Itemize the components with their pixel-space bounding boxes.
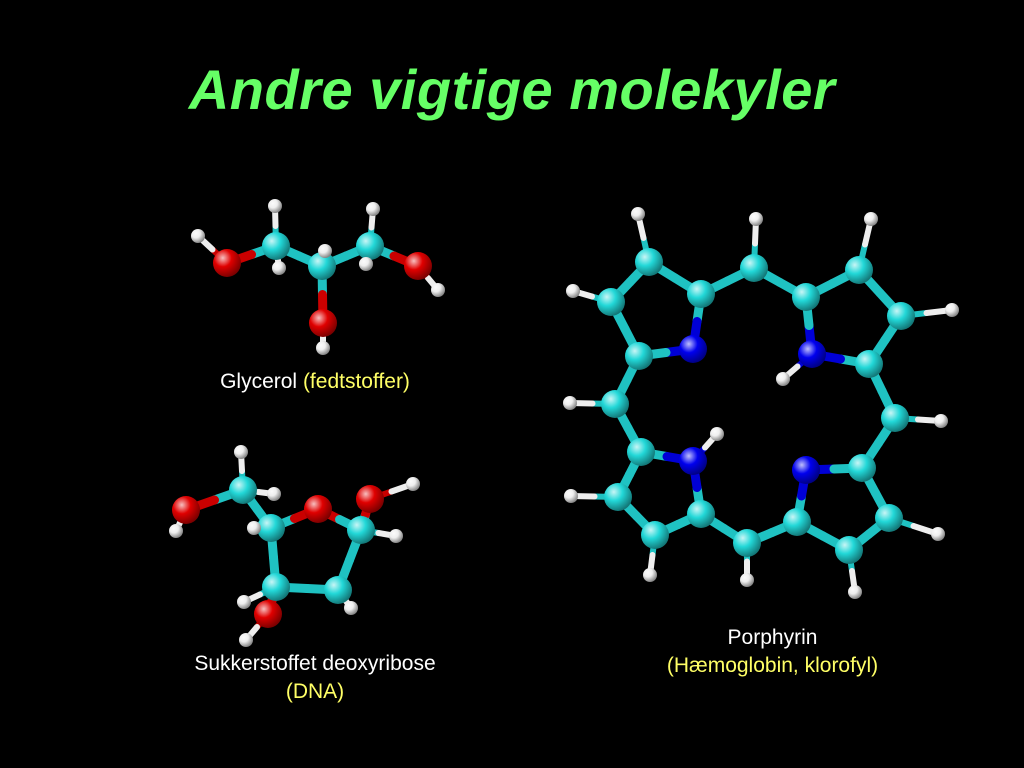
nitrogen-atom — [679, 335, 707, 363]
carbon-atom — [740, 254, 768, 282]
page-title: Andre vigtige molekyler — [188, 58, 836, 121]
carbon-atom — [324, 576, 352, 604]
carbon-atom — [845, 256, 873, 284]
hydrogen-atom — [366, 202, 380, 216]
hydrogen-atom — [740, 573, 754, 587]
nitrogen-atom — [798, 340, 826, 368]
hydrogen-atom — [564, 489, 578, 503]
hydrogen-atom — [316, 341, 330, 355]
carbon-atom — [627, 438, 655, 466]
hydrogen-atom — [431, 283, 445, 297]
carbon-atom — [875, 504, 903, 532]
oxygen-atom — [356, 485, 384, 513]
carbon-atom — [347, 516, 375, 544]
carbon-atom — [641, 521, 669, 549]
hydrogen-atom — [191, 229, 205, 243]
carbon-atom — [687, 280, 715, 308]
glycerol-name: Glycerol — [220, 370, 298, 393]
hydrogen-atom — [318, 244, 332, 258]
deoxyribose-name: Sukkerstoffet deoxyribose — [194, 652, 436, 675]
hydrogen-atom — [563, 396, 577, 410]
hydrogen-atom — [268, 199, 282, 213]
carbon-atom — [783, 508, 811, 536]
hydrogen-atom — [272, 261, 286, 275]
hydrogen-atom — [848, 585, 862, 599]
carbon-atom — [229, 476, 257, 504]
hydrogen-atom — [566, 284, 580, 298]
hydrogen-atom — [931, 527, 945, 541]
nitrogen-atom — [679, 447, 707, 475]
carbon-atom — [604, 483, 632, 511]
carbon-atom — [257, 514, 285, 542]
carbon-atom — [262, 232, 290, 260]
carbon-atom — [887, 302, 915, 330]
hydrogen-atom — [864, 212, 878, 226]
carbon-atom — [848, 454, 876, 482]
oxygen-atom — [404, 252, 432, 280]
carbon-atom — [835, 536, 863, 564]
oxygen-atom — [309, 309, 337, 337]
carbon-atom — [262, 573, 290, 601]
glycerol-note: (fedtstoffer) — [302, 370, 410, 393]
hydrogen-atom — [169, 524, 183, 538]
carbon-atom — [733, 529, 761, 557]
hydrogen-atom — [749, 212, 763, 226]
carbon-atom — [356, 232, 384, 260]
porphyrin-name: Porphyrin — [727, 626, 818, 649]
deoxyribose-caption: Sukkerstoffet deoxyribose (DNA) — [140, 650, 490, 706]
hydrogen-atom — [643, 568, 657, 582]
carbon-atom — [687, 500, 715, 528]
oxygen-atom — [213, 249, 241, 277]
carbon-atom — [855, 350, 883, 378]
carbon-atom — [597, 288, 625, 316]
porphyrin-caption: Porphyrin (Hæmoglobin, klorofyl) — [600, 624, 945, 680]
hydrogen-atom — [934, 414, 948, 428]
oxygen-atom — [254, 600, 282, 628]
oxygen-atom — [304, 495, 332, 523]
hydrogen-atom — [239, 633, 253, 647]
carbon-atom — [625, 342, 653, 370]
oxygen-atom — [172, 496, 200, 524]
hydrogen-atom — [776, 372, 790, 386]
hydrogen-atom — [631, 207, 645, 221]
carbon-atom — [601, 390, 629, 418]
hydrogen-atom — [406, 477, 420, 491]
hydrogen-atom — [359, 257, 373, 271]
nitrogen-atom — [792, 456, 820, 484]
hydrogen-atom — [234, 445, 248, 459]
glycerol-caption: Glycerol (fedtstoffer) — [170, 368, 460, 396]
carbon-atom — [792, 283, 820, 311]
hydrogen-atom — [237, 595, 251, 609]
hydrogen-atom — [710, 427, 724, 441]
porphyrin-note: (Hæmoglobin, klorofyl) — [666, 654, 879, 677]
hydrogen-atom — [344, 601, 358, 615]
deoxyribose-note: (DNA) — [285, 680, 345, 703]
hydrogen-atom — [945, 303, 959, 317]
carbon-atom — [635, 248, 663, 276]
hydrogen-atom — [247, 521, 261, 535]
carbon-atom — [881, 404, 909, 432]
hydrogen-atom — [267, 487, 281, 501]
carbon-atom — [308, 252, 336, 280]
hydrogen-atom — [389, 529, 403, 543]
